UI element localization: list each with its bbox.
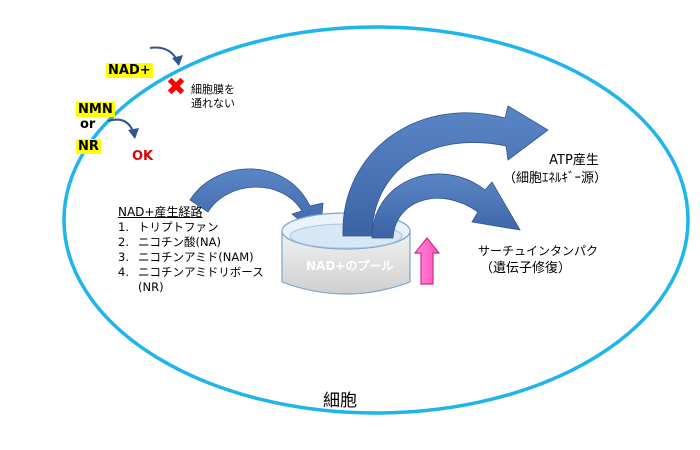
up-arrow-icon xyxy=(413,237,441,285)
nad-outside-label: NAD+ xyxy=(106,63,153,78)
pathway-list: NAD+産生経路 1.トリプトファン 2.ニコチン酸(NA) 3.ニコチンアミド… xyxy=(118,204,264,295)
nmn-label: NMN xyxy=(76,102,115,117)
atp-arrow-icon xyxy=(342,105,549,237)
atp-label: ATP産生 （細胞ｴﾈﾙｷﾞｰ源） xyxy=(503,153,608,186)
pathway-item: 3.ニコチンアミド(NAM) xyxy=(118,250,254,264)
ok-label: OK xyxy=(132,149,154,164)
cell-label: 細胞 xyxy=(323,391,357,411)
cross-icon xyxy=(167,77,185,95)
pathway-item: 1.トリプトファン xyxy=(118,220,219,234)
nr-label: NR xyxy=(76,139,101,154)
sirtuin-arrow-icon xyxy=(371,173,521,239)
pathway-item: 4.ニコチンアミドリボース xyxy=(118,265,264,279)
or-label: or xyxy=(80,117,96,132)
cell-membrane xyxy=(62,25,690,415)
pathway-item: 2.ニコチン酸(NA) xyxy=(118,235,221,249)
pool-label: NAD+のプール xyxy=(306,259,394,273)
membrane-block-label: 細胞膜を 通れない xyxy=(191,83,235,110)
pathway-title: NAD+産生経路 xyxy=(118,205,203,219)
pathway-item-cont: (NR) xyxy=(138,280,164,294)
sirtuin-label: サーチュインタンパク （遺伝子修復） xyxy=(478,244,599,276)
